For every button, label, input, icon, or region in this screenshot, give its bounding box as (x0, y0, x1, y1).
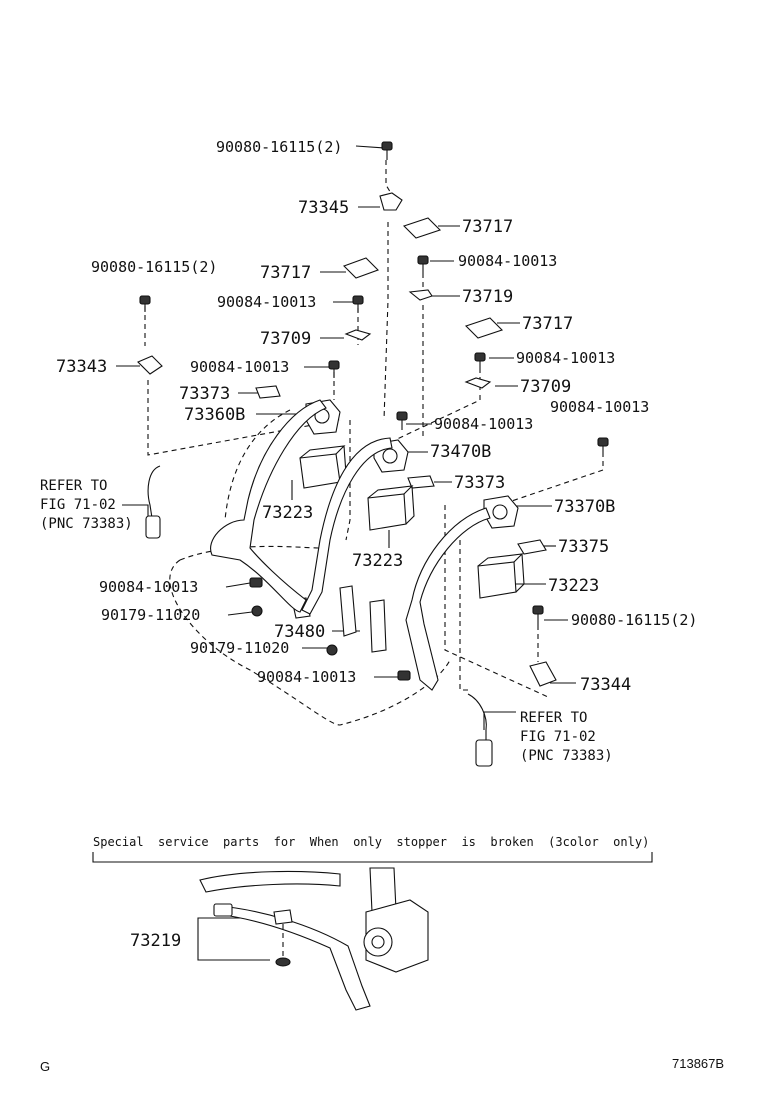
label-73360b: 73360B (184, 405, 245, 425)
bolt-90084-c (474, 352, 486, 368)
cover-73717-b (343, 257, 379, 279)
bolt-90080-left (139, 295, 151, 312)
reference-right: REFER TO FIG 71-02 (PNC 73383) (520, 710, 613, 764)
bracket-73709-a (344, 329, 372, 341)
ref-right-line1: REFER TO (520, 710, 587, 726)
label-73344: 73344 (580, 675, 631, 695)
label-73343: 73343 (56, 357, 107, 377)
label-73223-c: 73223 (548, 576, 599, 596)
label-90080-16115-left: 90080-16115(2) (91, 258, 217, 276)
label-73717-c: 73717 (522, 314, 573, 334)
cover-73375 (517, 539, 547, 555)
bolt-90084-e (396, 411, 408, 430)
bolt-90084-d (328, 360, 340, 378)
ref-right-line2: FIG 71-02 (520, 729, 596, 745)
bracket-73709-b (464, 377, 492, 389)
label-73709-b: 73709 (520, 377, 571, 397)
bolt-90080-right (532, 605, 544, 625)
part-labels: 90080-16115(2) 73345 73717 90084-10013 7… (56, 138, 697, 695)
label-73719: 73719 (462, 287, 513, 307)
label-73373-a: 73373 (179, 384, 230, 404)
label-73375: 73375 (558, 537, 609, 557)
corner-label-right: 713867B (672, 1056, 724, 1071)
ref-right-line3: (PNC 73383) (520, 748, 613, 764)
stopper-assembly (199, 867, 429, 1011)
label-73373-b: 73373 (454, 473, 505, 493)
nut-90179-b (326, 644, 338, 656)
anchor-plate-73344 (529, 661, 557, 687)
ref-left-line3: (PNC 73383) (40, 516, 133, 532)
label-90084-10013-f: 90084-10013 (434, 415, 533, 433)
reference-left: REFER TO FIG 71-02 (PNC 73383) (40, 478, 133, 532)
label-73223-a: 73223 (262, 503, 313, 523)
label-73223-b: 73223 (352, 551, 403, 571)
bolt-90084-b (352, 295, 364, 312)
cover-73373-a (255, 385, 281, 399)
label-73370b: 73370B (554, 497, 615, 517)
label-73470b: 73470B (430, 442, 491, 462)
cover-box-73223-b (367, 485, 415, 531)
label-73480: 73480 (274, 622, 325, 642)
label-90084-10013-g: 90084-10013 (99, 578, 198, 596)
label-73219: 73219 (130, 931, 181, 951)
ref-left-line2: FIG 71-02 (40, 497, 116, 513)
cover-box-73223-c (477, 553, 525, 599)
label-90080-16115-right: 90080-16115(2) (571, 611, 697, 629)
belt-right (405, 507, 491, 691)
belt-center (301, 437, 393, 615)
ref-left-line1: REFER TO (40, 478, 107, 494)
bolt-90084-f (597, 437, 609, 452)
retractor-73370b (483, 495, 519, 529)
bolt-90084-h (397, 670, 411, 681)
wire-left (145, 465, 161, 539)
buckle-73480 (291, 585, 387, 653)
label-90084-10013-d: 90084-10013 (190, 358, 289, 376)
label-73717-b: 73717 (260, 263, 311, 283)
label-90084-10013-a: 90084-10013 (458, 252, 557, 270)
special-service-note: Special service parts for When only stop… (93, 835, 649, 849)
anchor-plate-73343 (137, 355, 163, 375)
cover-73373-b (407, 475, 435, 489)
guide-lines (144, 160, 604, 726)
anchor-plate-73345 (379, 192, 403, 211)
label-73717-a: 73717 (462, 217, 513, 237)
wire-right (467, 693, 493, 767)
cover-73717-c (464, 317, 504, 339)
bolt-90084-g (249, 577, 263, 588)
belt-left (210, 399, 327, 613)
bolt-90080-top (381, 141, 393, 160)
nut-90179-a (251, 605, 263, 617)
label-90084-10013-b: 90084-10013 (217, 293, 316, 311)
label-90080-16115-top: 90080-16115(2) (216, 138, 342, 156)
label-73345: 73345 (298, 198, 349, 218)
label-90179-11020-a: 90179-11020 (101, 606, 200, 624)
special-service-section: Special service parts for When only stop… (92, 835, 653, 1011)
cover-73717-a (402, 217, 442, 239)
label-90084-10013-h: 90084-10013 (257, 668, 356, 686)
label-90084-10013-c: 90084-10013 (516, 349, 615, 367)
corner-label-left: G (40, 1059, 50, 1074)
label-73709-a: 73709 (260, 329, 311, 349)
label-90179-11020-b: 90179-11020 (190, 639, 289, 657)
bolt-90084-a (417, 255, 429, 273)
bracket-73719 (408, 289, 433, 301)
label-90084-10013-e: 90084-10013 (550, 398, 649, 416)
